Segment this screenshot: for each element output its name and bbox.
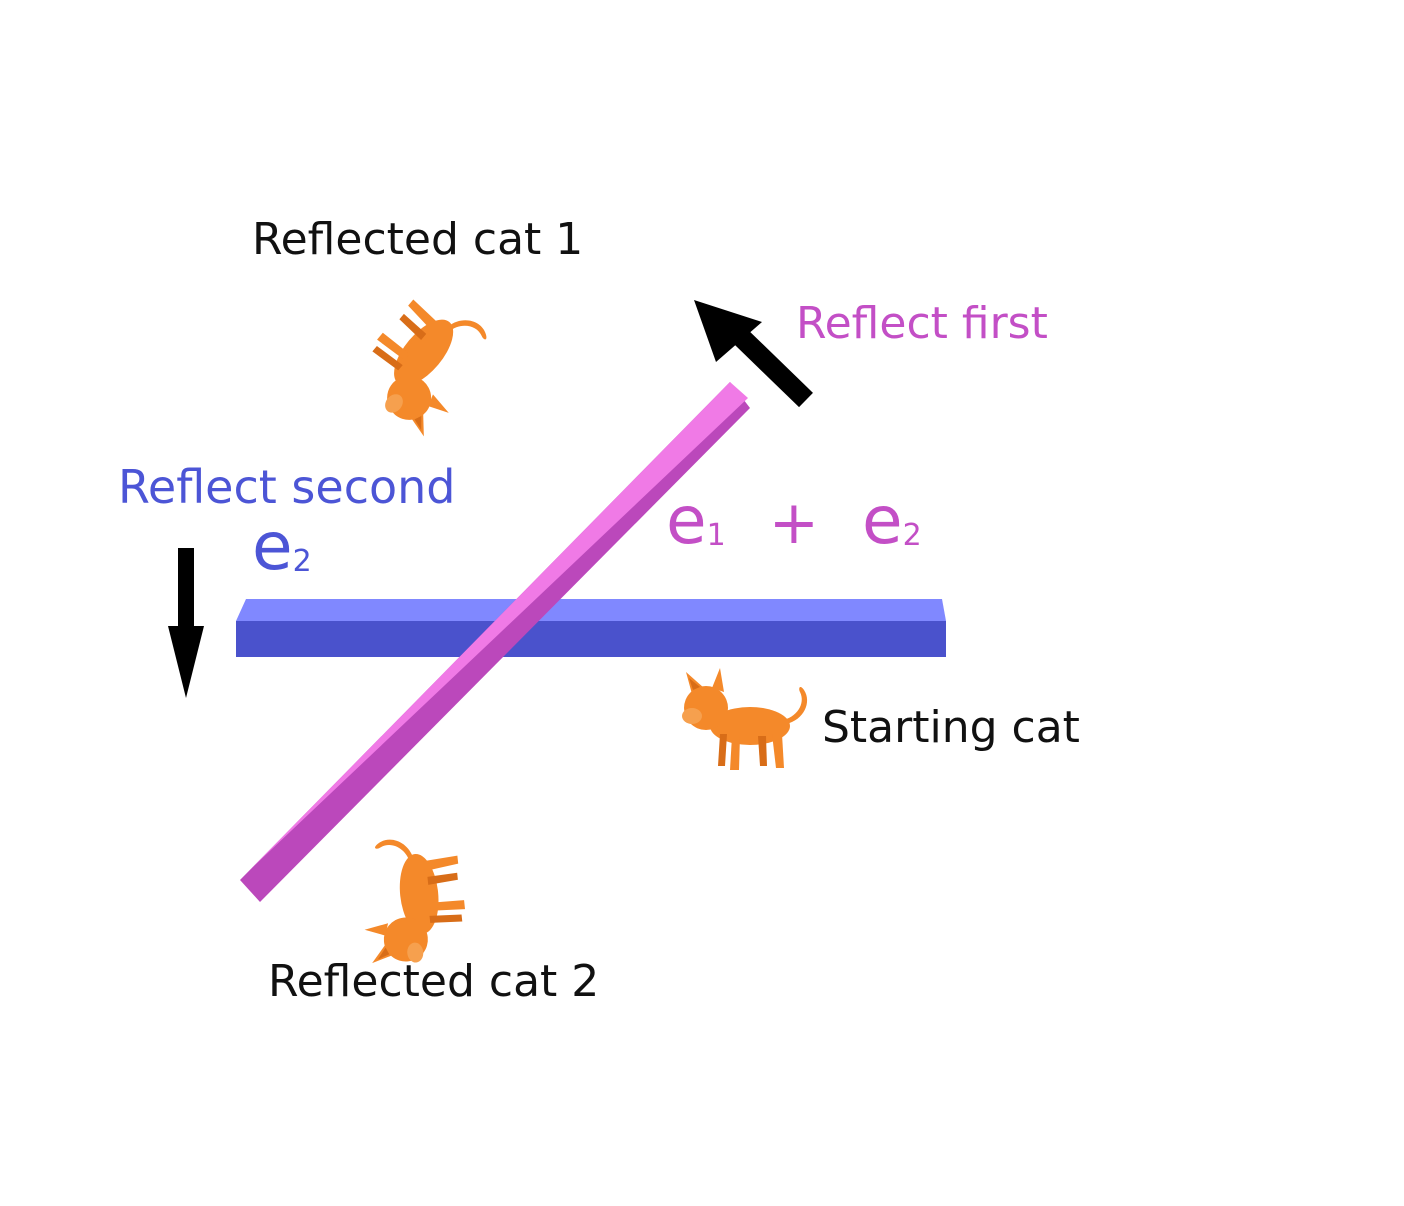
mirror-vector-symbol-a: e [666, 482, 707, 559]
reflected-cat-2-label: Reflected cat 2 [268, 956, 600, 1007]
reflect-second-label: Reflect second [118, 460, 456, 514]
reflected-cat-1-label: Reflected cat 1 [252, 214, 584, 265]
starting-cat-label: Starting cat [822, 702, 1080, 753]
mirror-vector-plus: + [768, 488, 819, 558]
blue-vector-symbol: e [252, 508, 293, 585]
reflect-first-arrow-icon [694, 300, 813, 408]
mirror-vector-label: e1 + e2 [666, 488, 922, 554]
reflected-cat-2-icon [355, 832, 471, 968]
mirror-vector-subscript-a: 1 [706, 518, 726, 553]
mirror-vector-subscript-b: 2 [902, 518, 922, 553]
reflect-second-arrow-icon [168, 548, 204, 698]
magenta-mirror-bar [240, 382, 750, 902]
blue-mirror-bar [236, 599, 946, 657]
mirror-vector-symbol-b: e [861, 482, 903, 559]
blue-vector-label: e2 [252, 514, 312, 580]
reflected-cat-1-icon [346, 280, 505, 442]
blue-vector-subscript: 2 [292, 544, 312, 579]
starting-cat-icon [682, 668, 808, 770]
reflect-first-label: Reflect first [796, 298, 1048, 349]
